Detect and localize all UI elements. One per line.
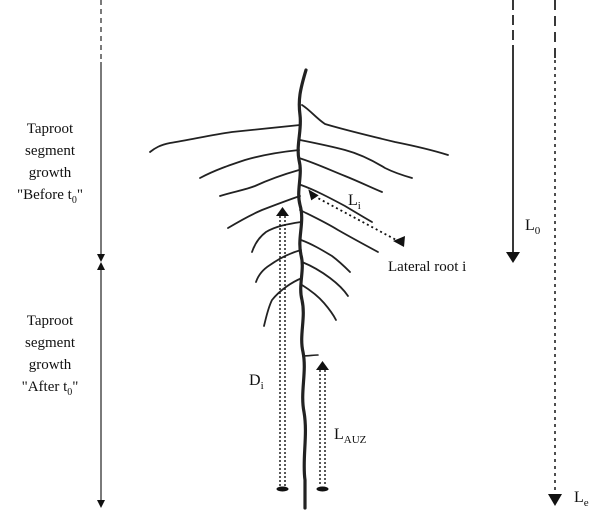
lateral-root	[301, 240, 350, 272]
before-arrow-head-down	[97, 254, 105, 262]
after-arrow-head-up	[97, 262, 105, 270]
lateral-root	[302, 262, 348, 296]
label-le: Le	[574, 489, 589, 509]
lateral-root	[220, 170, 299, 196]
label-l0: L0	[525, 217, 541, 237]
svg-text:"Before t0": "Before t0"	[17, 187, 83, 206]
lateral-root	[299, 158, 382, 192]
label-before-t0: Taproot segment growth "Before t0"	[17, 121, 83, 206]
lateral-root	[302, 285, 336, 320]
svg-text:segment: segment	[25, 143, 76, 159]
svg-text:growth: growth	[29, 165, 72, 181]
di-measure	[276, 207, 289, 492]
lauz-measure	[316, 361, 329, 492]
lateral-root	[264, 278, 302, 326]
svg-text:segment: segment	[25, 335, 76, 351]
lateral-root	[303, 355, 318, 356]
l0-axis	[506, 0, 520, 263]
label-lauz: LAUZ	[334, 426, 367, 446]
lateral-root	[300, 140, 412, 178]
taproot	[298, 70, 306, 508]
lateral-root	[302, 105, 448, 155]
svg-text:Taproot: Taproot	[27, 313, 74, 329]
svg-text:growth: growth	[29, 357, 72, 373]
lateral-root	[256, 250, 301, 282]
label-di: Di	[249, 372, 264, 392]
le-axis	[548, 0, 562, 506]
root-system	[150, 70, 448, 508]
after-arrow-head-down	[97, 500, 105, 508]
svg-text:"After t0": "After t0"	[22, 379, 79, 398]
label-lateral-root-i: Lateral root i	[388, 259, 466, 275]
lateral-root	[150, 125, 300, 152]
lateral-root	[252, 222, 301, 252]
left-time-axis	[97, 0, 105, 508]
svg-text:Taproot: Taproot	[27, 121, 74, 137]
label-after-t0: Taproot segment growth "After t0"	[22, 313, 79, 398]
